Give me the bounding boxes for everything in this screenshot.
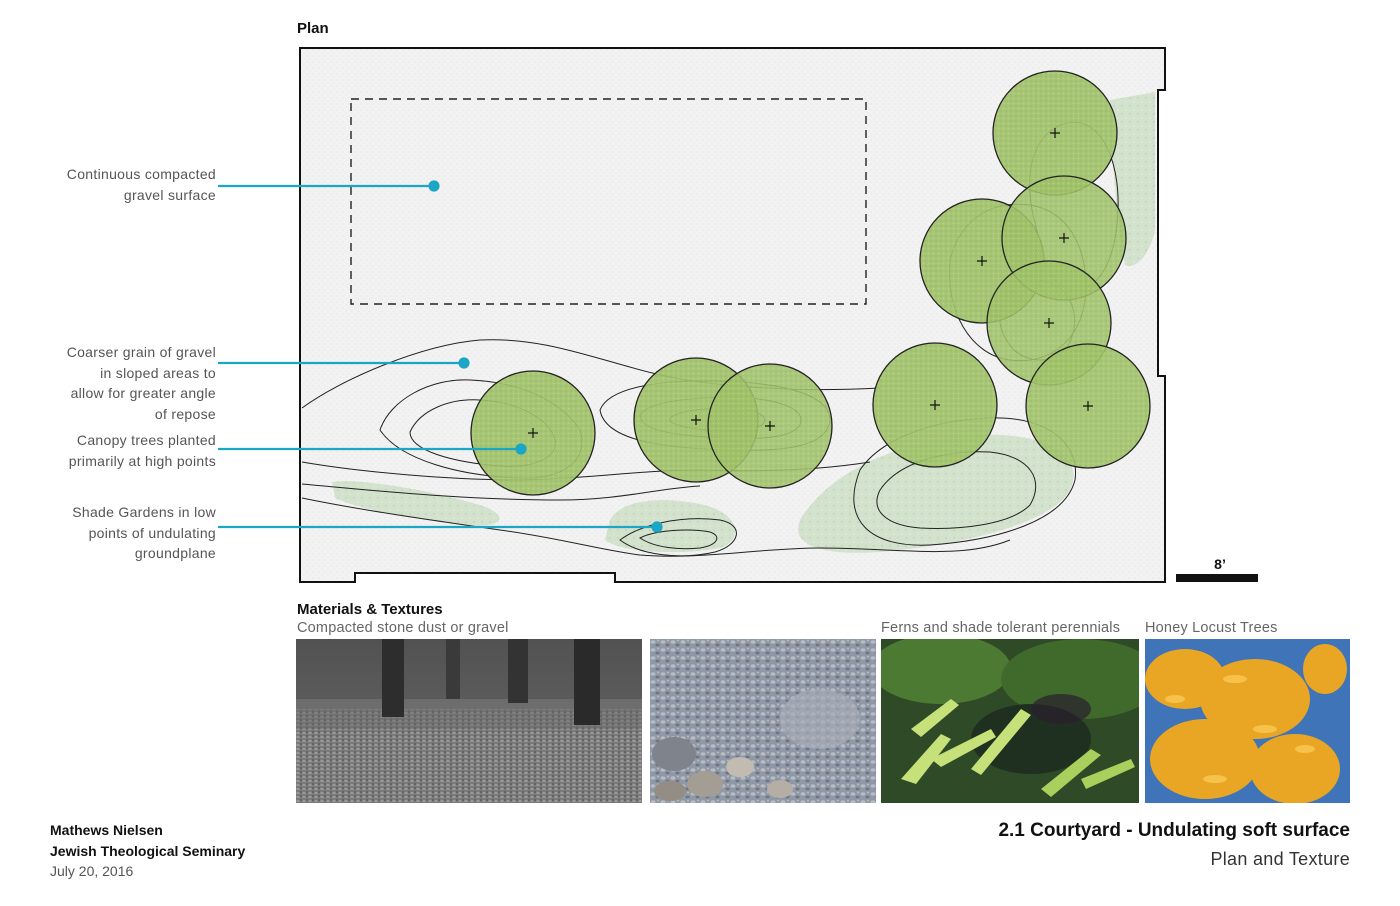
callout-line: primarily at high points xyxy=(68,452,216,469)
photo-label-ferns: Ferns and shade tolerant perennials xyxy=(881,620,1121,636)
shade-garden xyxy=(605,500,736,553)
photo-label-gravel: Compacted stone dust or gravel xyxy=(297,620,509,636)
callout-line: groundplane xyxy=(134,545,216,561)
photo-honey-locust xyxy=(1145,639,1350,803)
callout-line: Canopy trees planted xyxy=(76,432,216,448)
callout-line: of repose xyxy=(154,405,216,422)
callout-line: gravel surface xyxy=(123,186,216,203)
shade-garden xyxy=(332,481,500,526)
callout-line: allow for greater angle xyxy=(70,385,216,401)
tree-trunk-markers xyxy=(528,128,1093,438)
callout-coarser-gravel: Coarser grain of gravel in sloped areas … xyxy=(67,342,216,424)
callout-gravel-surface: Continuous compacted gravel surface xyxy=(67,164,216,205)
materials-title: Materials & Textures xyxy=(297,601,443,618)
site-plan-drawing xyxy=(218,47,1166,583)
photo-pebbles xyxy=(650,639,876,803)
sheet-subtitle: Plan and Texture xyxy=(1210,849,1350,869)
callout-canopy-trees: Canopy trees planted primarily at high p… xyxy=(69,430,216,471)
callout-line: Coarser grain of gravel xyxy=(66,344,216,360)
project-name: Jewish Theological Seminary xyxy=(50,843,246,859)
photo-ferns xyxy=(881,639,1139,803)
plan-title: Plan xyxy=(297,20,329,37)
callout-line: Shade Gardens in low xyxy=(72,504,216,520)
open-gravel-area xyxy=(350,98,867,305)
scale-bar xyxy=(1176,574,1258,582)
sheet-date: July 20, 2016 xyxy=(50,863,134,879)
firm-name: Mathews Nielsen xyxy=(50,822,163,838)
shade-garden xyxy=(798,434,1074,553)
sheet-title: 2.1 Courtyard - Undulating soft surface xyxy=(998,820,1350,841)
callout-line: in sloped areas to xyxy=(100,364,216,381)
scale-label: 8’ xyxy=(1214,556,1226,572)
callout-shade-gardens: Shade Gardens in low points of undulatin… xyxy=(72,502,216,564)
photo-compacted-gravel xyxy=(296,639,642,803)
photo-label-honey-locust: Honey Locust Trees xyxy=(1145,620,1278,636)
callout-line: Continuous compacted xyxy=(66,166,216,182)
callout-line: points of undulating xyxy=(88,524,216,541)
callout-leaders xyxy=(218,180,663,533)
